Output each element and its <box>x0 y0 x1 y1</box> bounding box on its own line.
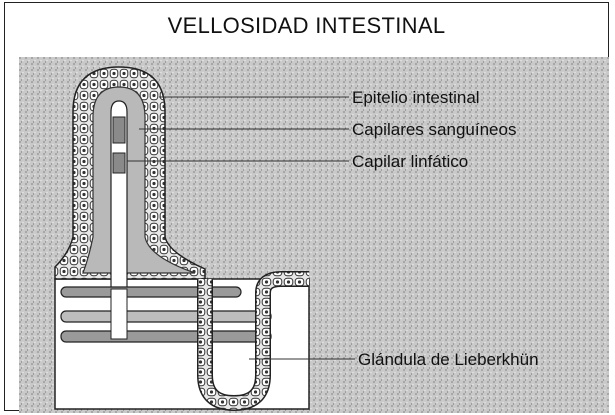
diagram-title: VELLOSIDAD INTESTINAL <box>167 13 446 38</box>
central-vessel <box>110 100 128 290</box>
label-lymph-capillary: Capilar linfático <box>352 152 468 171</box>
label-gland: Glándula de Lieberkhün <box>358 350 539 369</box>
diagram-frame: VELLOSIDAD INTESTINAL <box>4 2 609 413</box>
lacteal-segment <box>112 116 126 144</box>
lacteal-segment-2 <box>112 152 126 174</box>
base-vessels <box>60 286 272 343</box>
label-epithelium: Epitelio intestinal <box>352 88 480 107</box>
label-blood-capillaries: Capilares sanguíneos <box>352 120 516 139</box>
villus-illustration: Epitelio intestinal Capilares sanguíneos… <box>19 57 609 413</box>
